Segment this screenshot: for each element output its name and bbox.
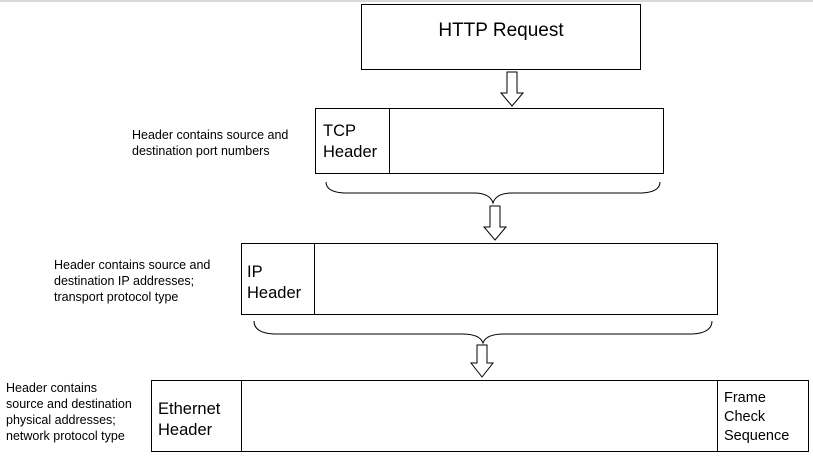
tcp-header-label: TCP Header — [323, 122, 378, 161]
ip-brace — [253, 320, 713, 345]
down-arrow-3 — [469, 344, 495, 378]
ip-header-label: IP Header — [247, 263, 302, 302]
ethernet-frame-box: Ethernet Header Frame Check Sequence — [151, 380, 809, 452]
down-arrow-2 — [482, 205, 508, 241]
frame-check-sequence-label: Frame Check Sequence — [724, 390, 790, 444]
http-request-box: HTTP Request — [361, 4, 641, 70]
ethernet-header-note: Header contains source and destination p… — [6, 381, 132, 443]
http-request-label: HTTP Request — [438, 20, 564, 41]
tcp-segment-box: TCP Header — [315, 108, 664, 174]
tcp-header-cell: TCP Header — [316, 109, 390, 173]
down-arrow-1 — [499, 71, 525, 107]
ip-header-cell: IP Header — [242, 244, 315, 314]
ip-header-note: Header contains source and destination I… — [54, 258, 211, 304]
frame-check-sequence-cell: Frame Check Sequence — [717, 381, 808, 451]
ethernet-header-label: Ethernet Header — [158, 400, 221, 439]
ethernet-header-cell: Ethernet Header — [152, 381, 242, 451]
tcp-brace — [325, 181, 661, 205]
top-divider — [0, 0, 813, 2]
ip-packet-box: IP Header — [241, 243, 718, 315]
tcp-header-note: Header contains source and destination p… — [132, 128, 289, 158]
